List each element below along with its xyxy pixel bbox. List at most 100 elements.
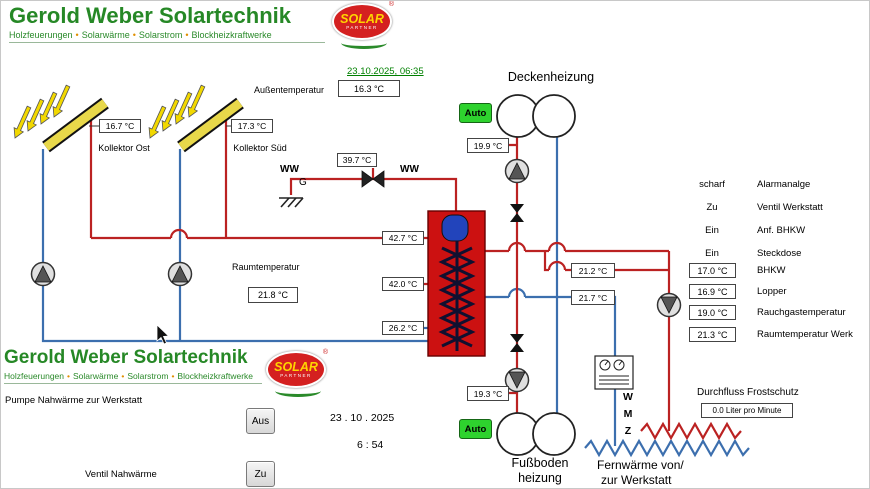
- solar-partner-oval: SOLAR PARTNER ®: [332, 1, 394, 40]
- collector-sued-label: Kollektor Süd: [233, 143, 287, 153]
- partner-logo-text: PARTNER: [346, 24, 378, 30]
- wmz-letter-m: M: [623, 408, 633, 420]
- ventil-nahwaerme-button[interactable]: Zu: [246, 461, 275, 487]
- brand-subtitle-item: Solarstrom: [138, 30, 183, 41]
- solar-partner-logo: SOLAR PARTNER ®: [332, 1, 396, 49]
- ground-symbol-icon: [279, 197, 304, 208]
- brand-title: Gerold Weber Solartechnik: [4, 347, 248, 368]
- auto-button-deckenheizung[interactable]: Auto: [459, 103, 492, 123]
- tank-temp-oben: 42.7 °C: [382, 231, 424, 245]
- collector-ost-label: Kollektor Ost: [98, 143, 150, 153]
- pumpe-nahwaerme-button[interactable]: Aus: [246, 408, 275, 434]
- plc-datetime: 23.10.2025, 06:35: [347, 66, 424, 77]
- bullet-icon: •: [171, 370, 175, 381]
- werkstatt-ruecklauf-temp: 21.7 °C: [571, 290, 615, 305]
- collector-ost-icon: [42, 97, 109, 153]
- brand-subtitle-item: Solarwärme: [81, 30, 130, 41]
- logo-swoosh-icon: [275, 385, 321, 397]
- aussentemperatur-label: Außentemperatur: [254, 85, 325, 95]
- status-label-bhkw: BHKW: [757, 265, 786, 276]
- status-label-anf-bhkw: Anf. BHKW: [757, 225, 806, 236]
- fernwaerme-label-2: zur Werkstatt: [601, 473, 672, 487]
- fussboden-label-2: heizung: [518, 471, 562, 485]
- deckenheizung-radiator-icon: [496, 94, 576, 138]
- ground-label: G: [299, 177, 307, 188]
- status-value-bhkw-temp: 17.0 °C: [689, 263, 736, 278]
- pump-kollektor-ost-icon: [30, 261, 56, 287]
- wmz-letter-w: W: [623, 391, 633, 403]
- bullet-icon: •: [75, 30, 79, 41]
- brand-divider: [9, 42, 325, 44]
- brand-subtitle: Holzfeuerungen•Solarwärme•Solarstrom•Blo…: [9, 30, 325, 40]
- heat-meter-wmz-icon: [594, 355, 634, 390]
- ww-valve-icon: [361, 170, 385, 188]
- buffer-tank: [427, 210, 486, 357]
- auto-button-fussboden[interactable]: Auto: [459, 419, 492, 439]
- ww-label-left: WW: [280, 164, 299, 175]
- status-value-ventil-werkstatt: Zu: [706, 202, 718, 213]
- status-label-rauchgas: Rauchgastemperatur: [757, 307, 846, 318]
- logo-swoosh-icon: [341, 37, 387, 49]
- brand-divider: [4, 382, 262, 384]
- brand-subtitle-item: Holzfeuerungen: [4, 370, 65, 381]
- status-value-raum-werk-temp: 21.3 °C: [689, 327, 736, 342]
- brand-header-top: Gerold Weber Solartechnik Holzfeuerungen…: [9, 4, 325, 44]
- fussboden-check-valve-icon: [510, 334, 524, 352]
- werkstatt-vorlauf-temp: 21.2 °C: [571, 263, 615, 278]
- fussboden-vorlauf-temp: 19.3 °C: [467, 386, 509, 401]
- tank-coil-icon: [438, 241, 476, 351]
- pump-fussbodenheizung-icon: [504, 367, 530, 393]
- durchfluss-value: 0.0 Liter pro Minute: [701, 403, 793, 418]
- solar-partner-oval: SOLAR PARTNER ®: [266, 349, 328, 388]
- bullet-icon: •: [121, 370, 125, 381]
- fussbodenheizung-radiator-icon: [496, 412, 576, 456]
- ventil-nahwaerme-label: Ventil Nahwärme: [85, 469, 157, 480]
- plc-time: 6 : 54: [357, 439, 384, 451]
- pump-kollektor-sued-icon: [167, 261, 193, 287]
- tank-temp-mitte: 42.0 °C: [382, 277, 424, 291]
- deckenheizung-label: Deckenheizung: [507, 70, 595, 84]
- decken-vorlauf-temp: 19.9 °C: [467, 138, 509, 153]
- pump-werkstatt-icon: [656, 292, 682, 318]
- status-label-lopper: Lopper: [757, 286, 787, 297]
- collector-sued-temp: 17.3 °C: [231, 119, 273, 133]
- brand-header-bottom: Gerold Weber Solartechnik Holzfeuerungen…: [4, 348, 262, 384]
- status-label-alarm: Alarmanalge: [757, 179, 811, 190]
- brand-subtitle-item: Blockheizkraftwerke: [191, 30, 272, 41]
- durchfluss-label: Durchfluss Frostschutz: [697, 387, 799, 398]
- raumtemperatur-label: Raumtemperatur: [232, 262, 300, 272]
- plc-date: 23 . 10 . 2025: [330, 412, 395, 424]
- bullet-icon: •: [185, 30, 189, 41]
- brand-subtitle-item: Blockheizkraftwerke: [177, 370, 254, 381]
- status-label-steckdose: Steckdose: [757, 248, 802, 259]
- aussentemperatur-value: 16.3 °C: [338, 80, 400, 97]
- raumtemperatur-value: 21.8 °C: [248, 287, 298, 303]
- solar-logo-text: SOLAR: [274, 359, 318, 374]
- brand-subtitle-item: Solarwärme: [73, 370, 119, 381]
- bullet-icon: •: [132, 30, 136, 41]
- pumpe-nahwaerme-label: Pumpe Nahwärme zur Werkstatt: [5, 395, 143, 406]
- cold-pipes: [41, 137, 750, 458]
- decken-check-valve-icon: [510, 204, 524, 222]
- collector-sued-icon: [177, 97, 244, 153]
- tank-ww-module: [441, 214, 469, 242]
- registered-mark: ®: [322, 349, 328, 356]
- partner-logo-text: PARTNER: [280, 372, 312, 378]
- status-label-raum-werk: Raumtemperatur Werk: [757, 329, 853, 340]
- ww-temp: 39.7 °C: [337, 153, 377, 167]
- bullet-icon: •: [67, 370, 70, 381]
- status-label-ventil-werkstatt: Ventil Werkstatt: [757, 202, 823, 213]
- status-value-anf-bhkw: Ein: [705, 225, 719, 236]
- status-value-steckdose: Ein: [705, 248, 719, 259]
- brand-subtitle: Holzfeuerungen•Solarwärme•Solarstrom•Blo…: [4, 371, 262, 381]
- ww-label-right: WW: [400, 164, 419, 175]
- brand-subtitle-item: Holzfeuerungen: [9, 30, 73, 41]
- tank-temp-unten: 26.2 °C: [382, 321, 424, 335]
- registered-mark: ®: [388, 1, 394, 8]
- solar-partner-logo: SOLAR PARTNER ®: [266, 349, 330, 397]
- wmz-letters: W M Z: [620, 389, 636, 440]
- status-value-rauchgas-temp: 19.0 °C: [689, 305, 736, 320]
- solar-logo-text: SOLAR: [340, 11, 384, 26]
